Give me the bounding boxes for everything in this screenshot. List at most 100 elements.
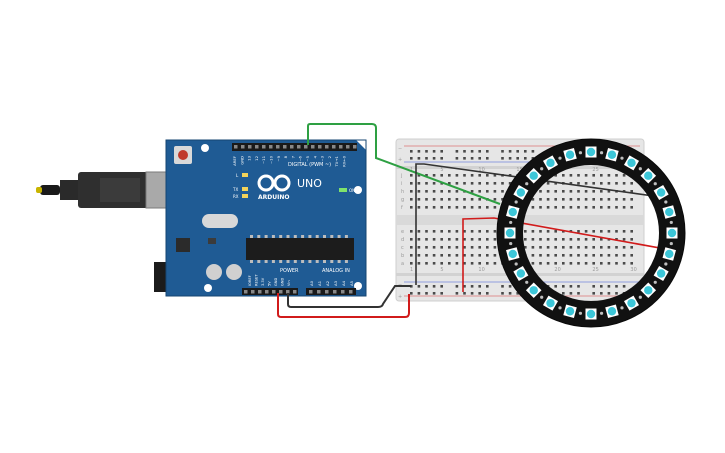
breadboard-hole[interactable] xyxy=(463,285,466,288)
breadboard-hole[interactable] xyxy=(569,254,573,257)
breadboard-hole[interactable] xyxy=(615,174,618,177)
breadboard-hole[interactable] xyxy=(622,262,626,265)
breadboard-hole[interactable] xyxy=(622,246,626,249)
breadboard-hole[interactable] xyxy=(615,182,618,185)
breadboard-hole[interactable] xyxy=(417,150,421,153)
breadboard-hole[interactable] xyxy=(630,230,633,233)
breadboard-hole[interactable] xyxy=(478,292,481,295)
breadboard-hole[interactable] xyxy=(562,238,565,241)
breadboard-hole[interactable] xyxy=(600,230,603,233)
breadboard-hole[interactable] xyxy=(493,246,497,249)
breadboard-hole[interactable] xyxy=(539,238,542,241)
breadboard-hole[interactable] xyxy=(455,285,459,288)
breadboard-hole[interactable] xyxy=(539,262,542,265)
breadboard-hole[interactable] xyxy=(493,190,497,193)
breadboard-hole[interactable] xyxy=(508,285,512,288)
breadboard-hole[interactable] xyxy=(630,262,633,265)
breadboard-hole[interactable] xyxy=(569,246,573,249)
breadboard-hole[interactable] xyxy=(524,230,527,233)
breadboard-hole[interactable] xyxy=(417,262,421,265)
breadboard-hole[interactable] xyxy=(455,182,459,185)
breadboard-hole[interactable] xyxy=(463,206,466,209)
breadboard-hole[interactable] xyxy=(410,206,413,209)
breadboard-hole[interactable] xyxy=(455,254,459,257)
breadboard-hole[interactable] xyxy=(493,182,497,185)
breadboard-hole[interactable] xyxy=(584,246,588,249)
breadboard-hole[interactable] xyxy=(410,182,413,185)
breadboard-hole[interactable] xyxy=(577,246,580,249)
breadboard-hole[interactable] xyxy=(432,182,436,185)
breadboard-hole[interactable] xyxy=(440,174,443,177)
breadboard-hole[interactable] xyxy=(584,254,588,257)
neopixel-led[interactable] xyxy=(605,304,619,318)
neopixel-led[interactable] xyxy=(506,205,520,219)
breadboard-hole[interactable] xyxy=(501,150,504,153)
neopixel-led[interactable] xyxy=(542,295,559,311)
breadboard-hole[interactable] xyxy=(554,206,557,209)
breadboard-hole[interactable] xyxy=(432,157,436,160)
breadboard-hole[interactable] xyxy=(478,182,481,185)
breadboard-hole[interactable] xyxy=(600,238,603,241)
breadboard-hole[interactable] xyxy=(432,190,436,193)
breadboard-hole[interactable] xyxy=(448,230,451,233)
breadboard-hole[interactable] xyxy=(501,292,504,295)
breadboard-hole[interactable] xyxy=(600,190,603,193)
breadboard-hole[interactable] xyxy=(432,238,436,241)
breadboard-hole[interactable] xyxy=(470,182,474,185)
breadboard-hole[interactable] xyxy=(486,292,489,295)
breadboard-hole[interactable] xyxy=(607,262,611,265)
breadboard-hole[interactable] xyxy=(539,246,542,249)
breadboard-hole[interactable] xyxy=(478,262,481,265)
breadboard-hole[interactable] xyxy=(455,190,459,193)
breadboard-hole[interactable] xyxy=(569,285,573,288)
neopixel-led[interactable] xyxy=(525,167,542,184)
breadboard-hole[interactable] xyxy=(478,238,481,241)
breadboard-hole[interactable] xyxy=(410,150,413,153)
breadboard-hole[interactable] xyxy=(417,238,421,241)
neopixel-led[interactable] xyxy=(504,227,516,239)
breadboard-hole[interactable] xyxy=(607,174,611,177)
breadboard-hole[interactable] xyxy=(546,182,550,185)
breadboard-hole[interactable] xyxy=(410,174,413,177)
breadboard-hole[interactable] xyxy=(615,262,618,265)
breadboard-hole[interactable] xyxy=(546,206,550,209)
breadboard-hole[interactable] xyxy=(425,182,428,185)
breadboard-hole[interactable] xyxy=(584,182,588,185)
header-pin-hole[interactable] xyxy=(286,290,290,294)
breadboard-hole[interactable] xyxy=(478,206,481,209)
breadboard-hole[interactable] xyxy=(470,157,474,160)
breadboard-hole[interactable] xyxy=(531,198,535,201)
breadboard-hole[interactable] xyxy=(607,182,611,185)
breadboard-hole[interactable] xyxy=(577,198,580,201)
breadboard-hole[interactable] xyxy=(592,174,595,177)
breadboard-hole[interactable] xyxy=(554,230,557,233)
breadboard-hole[interactable] xyxy=(410,246,413,249)
breadboard-hole[interactable] xyxy=(448,262,451,265)
breadboard-hole[interactable] xyxy=(577,238,580,241)
breadboard-hole[interactable] xyxy=(425,254,428,257)
breadboard-hole[interactable] xyxy=(486,230,489,233)
breadboard-hole[interactable] xyxy=(607,285,611,288)
breadboard-hole[interactable] xyxy=(440,190,443,193)
breadboard-hole[interactable] xyxy=(630,190,633,193)
breadboard-hole[interactable] xyxy=(440,262,443,265)
breadboard-hole[interactable] xyxy=(470,150,474,153)
breadboard-hole[interactable] xyxy=(600,292,603,295)
breadboard-hole[interactable] xyxy=(592,292,595,295)
breadboard-hole[interactable] xyxy=(577,285,580,288)
breadboard-hole[interactable] xyxy=(615,254,618,257)
breadboard-hole[interactable] xyxy=(448,190,451,193)
breadboard-hole[interactable] xyxy=(577,206,580,209)
breadboard-hole[interactable] xyxy=(417,190,421,193)
breadboard-hole[interactable] xyxy=(425,198,428,201)
breadboard-hole[interactable] xyxy=(615,198,618,201)
header-pin-hole[interactable] xyxy=(265,290,269,294)
breadboard-hole[interactable] xyxy=(584,198,588,201)
breadboard-hole[interactable] xyxy=(600,198,603,201)
breadboard-hole[interactable] xyxy=(501,157,504,160)
breadboard-hole[interactable] xyxy=(539,254,542,257)
breadboard-hole[interactable] xyxy=(455,230,459,233)
breadboard-hole[interactable] xyxy=(600,246,603,249)
breadboard-hole[interactable] xyxy=(622,254,626,257)
